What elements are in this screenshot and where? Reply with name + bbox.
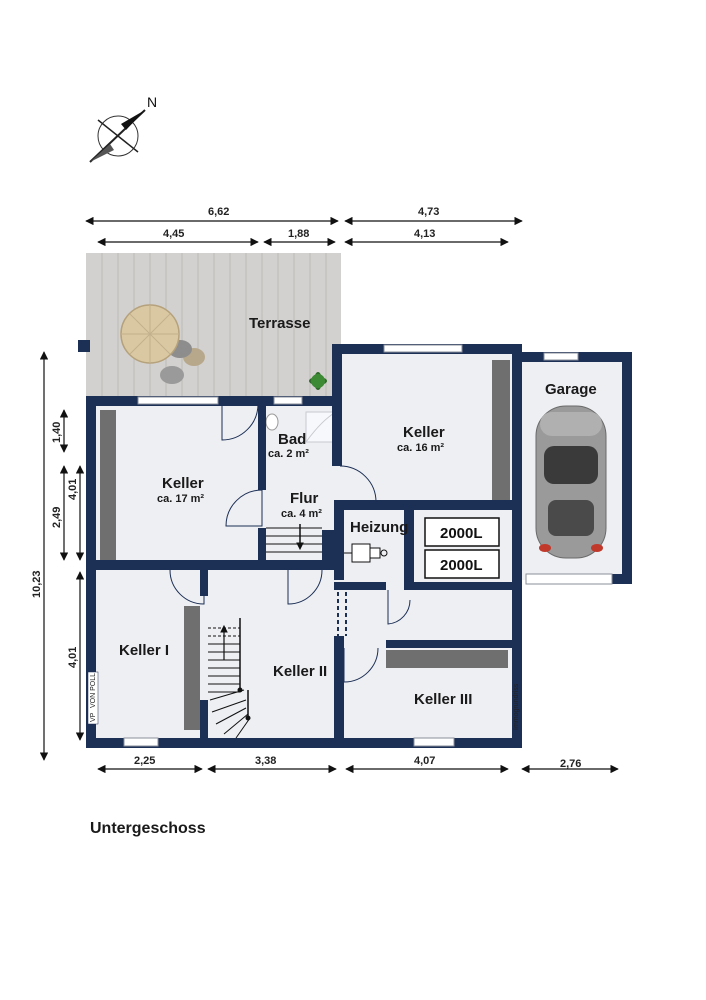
room-name-keller-1: Keller I <box>119 642 169 659</box>
dim-left-total: 10,23 <box>31 570 43 598</box>
windows <box>123 344 613 747</box>
dim-bottom-4: 2,76 <box>560 758 581 770</box>
dim-bottom-1: 2,25 <box>134 755 155 767</box>
watermark: Immogrundriss <box>513 683 520 730</box>
dimension-top <box>85 216 523 247</box>
room-name-keller-3: Keller III <box>414 691 472 708</box>
dim-top-inner-1: 4,45 <box>163 228 184 240</box>
shelves <box>100 360 510 730</box>
logo-letters: VP <box>90 712 97 722</box>
dim-left-inner-1: 1,40 <box>51 422 63 443</box>
plant-icon <box>309 372 327 390</box>
car-icon <box>535 405 607 559</box>
dimension-left <box>39 351 85 761</box>
dim-left-outer-1: 2,49 <box>51 507 63 528</box>
room-name-heizung: Heizung <box>350 519 408 536</box>
room-area-keller-16: ca. 16 m² <box>397 442 444 454</box>
oil-tanks: 2000L 2000L <box>424 517 500 579</box>
room-name-keller-17: Keller <box>162 475 204 492</box>
dim-top-inner-2: 1,88 <box>288 228 309 240</box>
room-name-terrasse: Terrasse <box>249 315 310 332</box>
compass-rose: N <box>89 94 157 163</box>
dim-top-inner-3: 4,13 <box>414 228 435 240</box>
bathroom-fixtures <box>265 411 337 443</box>
flur-stairs <box>266 524 336 554</box>
boiler-icon <box>344 543 388 563</box>
toilet-icon <box>265 413 279 431</box>
north-label: N <box>147 94 157 110</box>
room-name-garage: Garage <box>545 381 597 398</box>
room-area-bad: ca. 2 m² <box>268 448 309 460</box>
dim-left-outer-2: 4,01 <box>67 647 79 668</box>
logo: VP VON POLL <box>87 671 99 725</box>
room-name-keller-16: Keller <box>403 424 445 441</box>
dim-bottom-2: 3,38 <box>255 755 276 767</box>
doors <box>169 403 411 683</box>
floor-label: Untergeschoss <box>90 820 206 837</box>
tank-2 <box>424 549 500 579</box>
tank-1 <box>424 517 500 547</box>
room-area-keller-17: ca. 17 m² <box>157 493 204 505</box>
tank-2-label: 2000L <box>440 557 483 574</box>
room-name-flur: Flur <box>290 490 318 507</box>
dim-top-outer-1: 6,62 <box>208 206 229 218</box>
terrace: Terrasse <box>78 253 341 396</box>
room-name-bad: Bad <box>278 431 306 448</box>
staircase <box>208 618 251 739</box>
dim-left-inner-2: 4,01 <box>67 479 79 500</box>
dim-top-outer-2: 4,73 <box>418 206 439 218</box>
logo-text: VON POLL <box>90 673 97 708</box>
room-area-flur: ca. 4 m² <box>281 508 322 520</box>
tank-1-label: 2000L <box>440 525 483 542</box>
room-name-keller-2: Keller II <box>273 663 327 680</box>
dim-bottom-3: 4,07 <box>414 755 435 767</box>
door-dashed <box>337 592 347 636</box>
